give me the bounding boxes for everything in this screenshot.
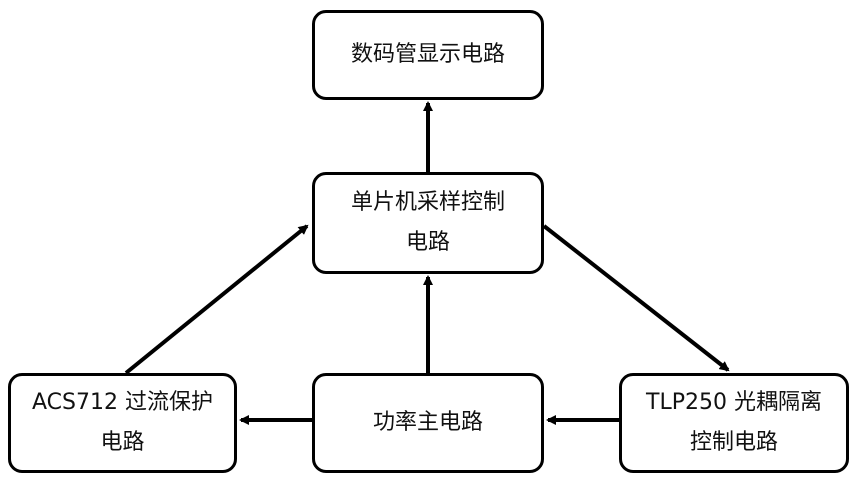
node-power-main-circuit: 功率主电路 bbox=[312, 373, 544, 473]
node-label-line: 单片机采样控制 bbox=[350, 190, 505, 215]
node-label-line: 电路 bbox=[100, 430, 145, 455]
arrow-acs-to-mcu bbox=[124, 224, 309, 375]
arrow-mcu-to-tlp bbox=[542, 224, 730, 372]
node-label-line: 控制电路 bbox=[689, 430, 778, 455]
node-label-line: 数码管显示电路 bbox=[350, 42, 505, 67]
node-label-line: ACS712 过流保护 bbox=[32, 390, 213, 415]
node-label-line: 功率主电路 bbox=[372, 410, 483, 435]
node-tlp250-optocoupler-control: TLP250 光耦隔离 控制电路 bbox=[619, 373, 849, 473]
node-label-line: 电路 bbox=[405, 230, 450, 255]
node-mcu-sampling-control: 单片机采样控制 电路 bbox=[312, 172, 544, 274]
node-display-circuit: 数码管显示电路 bbox=[312, 10, 544, 100]
node-label-line: TLP250 光耦隔离 bbox=[646, 390, 822, 415]
node-acs712-overcurrent-protection: ACS712 过流保护 电路 bbox=[8, 373, 237, 473]
